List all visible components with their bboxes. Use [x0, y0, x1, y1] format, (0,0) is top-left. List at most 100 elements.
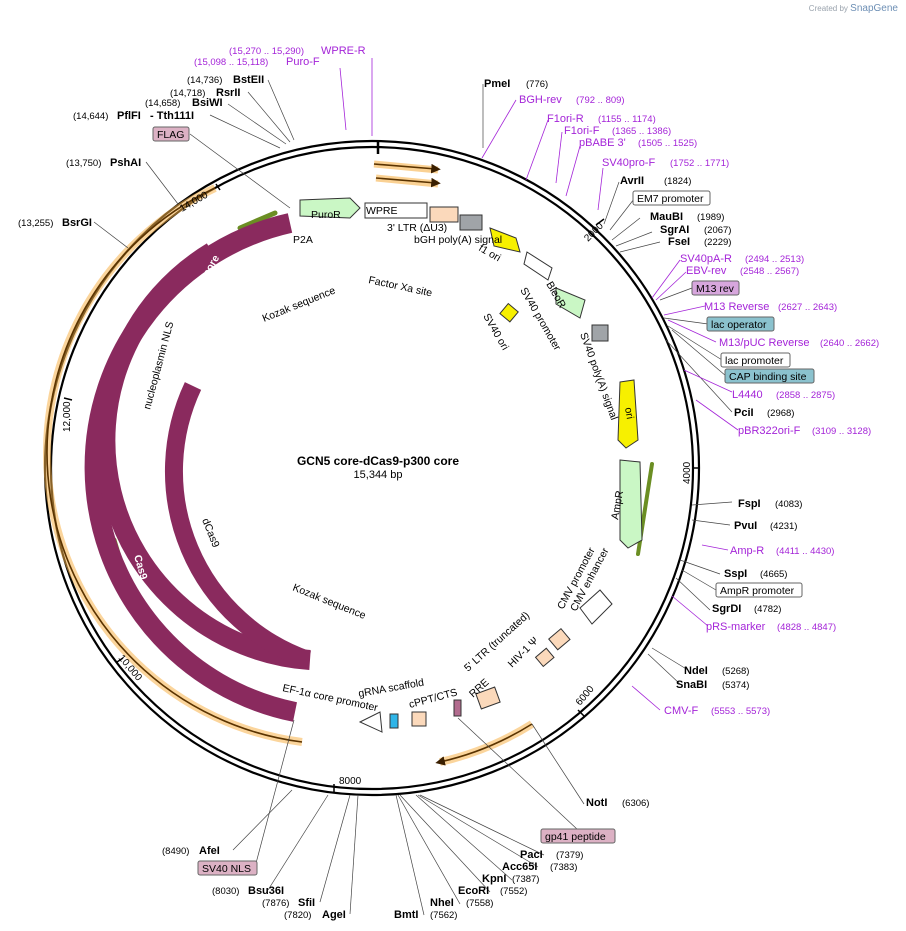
- feature-label: Kozak sequence: [291, 582, 368, 622]
- enzyme-name: - Tth111I: [150, 110, 194, 122]
- primer-pos: (5553 .. 5573): [711, 706, 770, 717]
- feature-label: dCas9: [199, 517, 222, 550]
- enzyme-name: BsiWI: [192, 97, 223, 109]
- feature-label: cPPT/CTS: [408, 686, 459, 710]
- primer-pos: (4828 .. 4847): [777, 622, 836, 633]
- label-box: [540, 828, 616, 844]
- enzyme-pos: (14,736): [187, 75, 222, 86]
- enzyme-pos: (8030): [212, 886, 239, 897]
- enzyme-name: SgrAI: [660, 224, 689, 236]
- cppt-block: [411, 711, 427, 727]
- primer-name: pBR322ori-F: [738, 425, 801, 437]
- box-label: AmpR promoter: [720, 585, 795, 597]
- primer-name: L4440: [732, 389, 763, 401]
- enzyme-pos: (7383): [550, 862, 577, 873]
- u6-block: [389, 713, 399, 729]
- box-label: SV40 NLS: [202, 863, 251, 875]
- enzyme-pos: (7379): [556, 850, 583, 861]
- feature-label: 5' LTR (truncated): [462, 609, 532, 674]
- enzyme-leaders: [93, 79, 733, 916]
- enzyme-pos: (776): [526, 79, 548, 90]
- enzyme-pos: (5374): [722, 680, 749, 691]
- enzyme-pos: (6306): [622, 798, 649, 809]
- orange-arc-bottom-line: [435, 723, 533, 766]
- enzyme-name: AvrII: [620, 175, 644, 187]
- dcas9-arc: [164, 382, 311, 669]
- feature-label: 3' LTR (ΔU3): [387, 222, 447, 234]
- label-box: [724, 368, 815, 384]
- enzyme-pos: (7876): [262, 898, 289, 909]
- nls-inner-arc: [95, 243, 311, 670]
- snapgene-credit: Created by SnapGene: [809, 3, 898, 14]
- primer-name: M13/pUC Reverse: [719, 337, 809, 349]
- tick-label: 4000: [682, 461, 693, 484]
- primer-name: EBV-rev: [686, 265, 727, 277]
- box-label: M13 rev: [696, 283, 735, 295]
- box-leaders: [189, 133, 727, 868]
- enzyme-pos: (14,718): [170, 88, 205, 99]
- primer-name: Amp-R: [730, 545, 764, 557]
- primer-pos: (2627 .. 2643): [778, 302, 837, 313]
- primer-pos: (1752 .. 1771): [670, 158, 729, 169]
- label-box: [632, 190, 711, 206]
- enzyme-name: SspI: [724, 568, 747, 580]
- enzyme-pos: (8490): [162, 846, 189, 857]
- bgh-block: [459, 214, 483, 231]
- label-box: [706, 316, 775, 332]
- rre-block: [475, 686, 501, 710]
- enzyme-name: BsrGI: [62, 217, 92, 229]
- tick-mark-12000: [63, 397, 73, 401]
- credit-prefix: Created by: [808, 4, 848, 13]
- enzyme-pos: (2067): [704, 225, 731, 236]
- primer-pos: (4411 .. 4430): [776, 546, 834, 557]
- enzyme-pos: (13,750): [66, 158, 101, 169]
- enzyme-pos: (4083): [775, 499, 802, 510]
- enzyme-pos: (13,255): [18, 218, 53, 229]
- ltr3-block: [429, 206, 459, 223]
- feature-label: Kozak sequence: [261, 285, 338, 325]
- label-box: [720, 352, 791, 368]
- orange-arc-top2-line: [375, 177, 441, 188]
- enzyme-name: EcoRI: [458, 885, 489, 897]
- bleor-block: [555, 287, 586, 319]
- ori-block: [617, 379, 639, 449]
- enzyme-name: AgeI: [322, 909, 346, 921]
- feature-label: P2A: [293, 234, 313, 246]
- box-label: lac promoter: [725, 355, 784, 367]
- puror-block: [299, 197, 361, 219]
- label-box: [197, 860, 258, 876]
- enzyme-name: PshAI: [110, 157, 141, 169]
- gRNA-block: [358, 711, 383, 733]
- enzyme-name: FseI: [668, 236, 690, 248]
- green-arrow-top: [237, 210, 278, 231]
- enzyme-name: NheI: [430, 897, 454, 909]
- cmv-prom-block: [579, 589, 613, 625]
- enzyme-pos: (1824): [664, 176, 691, 187]
- tick-label: 8000: [339, 776, 362, 787]
- plasmid-size: 15,344 bp: [354, 469, 403, 481]
- tick-mark-2000: [595, 218, 605, 226]
- primer-name: SV40pro-F: [602, 157, 655, 169]
- enzyme-pos: (7562): [430, 910, 457, 921]
- enzyme-name: SgrDI: [712, 603, 741, 615]
- ltr5-block: [534, 647, 555, 668]
- primer-name: Puro-F: [286, 56, 320, 68]
- primer-name: BGH-rev: [519, 94, 562, 106]
- enzyme-name: BstEII: [233, 74, 264, 86]
- primer-pos: (1365 .. 1386): [612, 126, 671, 137]
- feature-label: nucleoplasmin NLS: [141, 320, 176, 410]
- f1ori-block: [489, 227, 521, 253]
- feature-label: Factor Xa site: [367, 274, 433, 299]
- primer-pos: (15,270 .. 15,290): [229, 46, 304, 57]
- feature-label: bGH poly(A) signal: [414, 234, 502, 246]
- enzyme-pos: (2968): [767, 408, 794, 419]
- enzyme-pos: (7558): [466, 898, 493, 909]
- enzyme-pos: (4665): [760, 569, 787, 580]
- primer-pos: (2494 .. 2513): [745, 254, 804, 265]
- enzyme-name: Acc65I: [502, 861, 537, 873]
- box-label: CAP binding site: [729, 371, 807, 383]
- primer-pos: (2640 .. 2662): [820, 338, 879, 349]
- tick-mark-6000: [577, 709, 585, 717]
- primer-name: WPRE-R: [321, 45, 366, 57]
